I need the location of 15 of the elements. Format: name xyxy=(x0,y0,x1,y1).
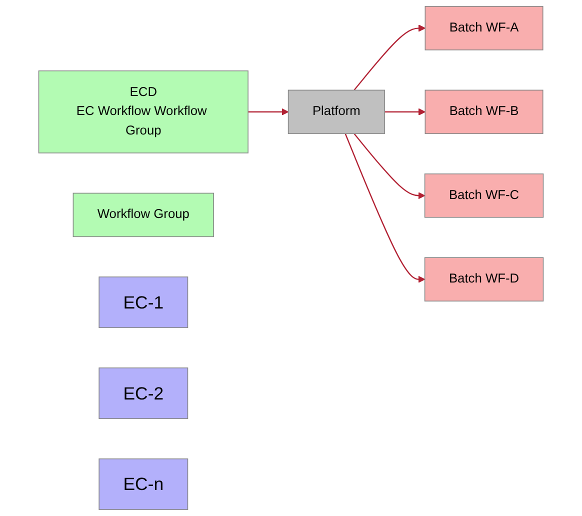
node-box: Workflow Group xyxy=(72,192,214,238)
arrow xyxy=(354,24,426,91)
arrow xyxy=(248,108,289,116)
arrow xyxy=(344,133,426,283)
node-box: Batch WF-B xyxy=(424,90,544,134)
node-box: EC-n xyxy=(98,458,188,510)
arrow xyxy=(384,108,426,116)
node-box: ECD EC Workflow Workflow Group xyxy=(38,70,248,154)
node-box: Batch WF-D xyxy=(424,257,544,302)
node-box: EC-1 xyxy=(98,276,188,328)
node-box: EC-2 xyxy=(98,367,188,419)
node-box: Batch WF-A xyxy=(424,6,544,50)
arrow xyxy=(354,133,426,200)
node-box: Platform xyxy=(288,90,385,134)
node-box: Batch WF-C xyxy=(424,173,544,218)
